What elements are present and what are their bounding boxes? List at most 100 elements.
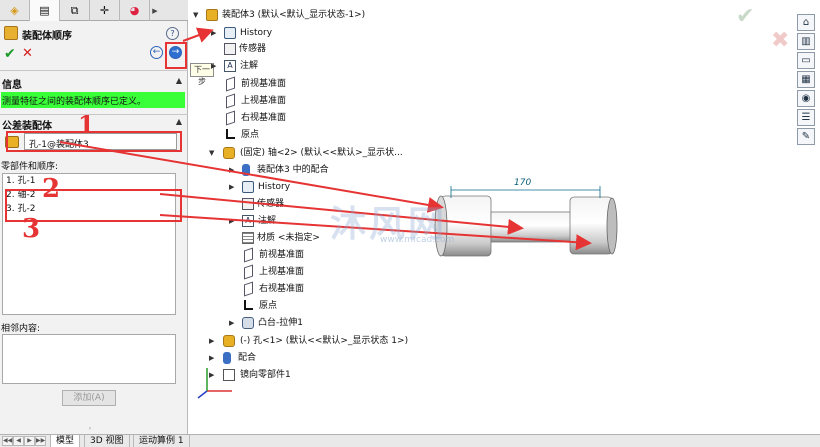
part-icon — [223, 147, 235, 159]
home-icon[interactable]: ⌂ — [797, 14, 815, 31]
resize-grip-icon[interactable]: ◦ — [88, 425, 93, 433]
expand-icon[interactable]: ▶ — [209, 337, 215, 345]
divider — [0, 70, 188, 71]
cancel-icon[interactable]: ✕ — [22, 46, 33, 61]
history-icon — [242, 181, 254, 193]
tree-label: 装配体3 中的配合 — [257, 165, 329, 175]
custom-properties-icon[interactable]: ☰ — [797, 109, 815, 126]
list-item[interactable]: 3. 孔-2 — [6, 204, 36, 214]
highlight-box-list — [5, 189, 182, 222]
tree-label: 配合 — [238, 353, 257, 363]
design-library-icon[interactable]: ▥ — [797, 33, 815, 50]
highlight-box-next — [165, 42, 187, 69]
expand-icon[interactable]: ▶ — [229, 319, 235, 327]
help-icon[interactable]: ? — [166, 27, 179, 40]
extrude-icon — [242, 317, 254, 329]
task-pane: ⌂ ▥ ▭ ▦ ◉ ☰ ✎ — [797, 14, 817, 147]
plane-icon — [244, 264, 253, 280]
info-section-title: 信息 — [2, 80, 22, 91]
expand-icon[interactable]: ▶ — [229, 183, 235, 191]
component-icon — [5, 136, 19, 148]
tab-feature-manager[interactable]: ◈ — [0, 0, 30, 21]
tab-3d-view[interactable]: 3D 视图 — [84, 435, 130, 447]
neighbor-label: 相邻内容: — [1, 324, 41, 334]
dimxpert-icon: ✛ — [99, 4, 110, 17]
order-label: 零部件和顺序: — [1, 162, 59, 172]
collapse-caret-icon[interactable]: ▲ — [175, 117, 182, 126]
collapse-icon[interactable]: ▼ — [193, 11, 199, 19]
tree-label: 传感器 — [239, 44, 267, 54]
tab-model[interactable]: 模型 — [50, 435, 81, 447]
last-tab-icon[interactable]: ▶▶ — [35, 436, 46, 446]
highlight-box-field — [6, 131, 182, 152]
annotation-number-1: 1 — [78, 110, 95, 139]
property-manager-icon: ▤ — [39, 4, 50, 17]
tree-label: (-) 孔<1> (默认<<默认>_显示状态 1>) — [240, 336, 409, 346]
annotation-icon: A — [224, 60, 236, 72]
tree-label: 前视基准面 — [259, 250, 305, 260]
next-tooltip: 下一步 — [190, 63, 214, 86]
tab-display-manager[interactable]: ◕ — [120, 0, 150, 21]
annotation-number-2: 2 — [42, 174, 61, 204]
plane-icon — [244, 281, 253, 297]
shaft-model[interactable] — [434, 195, 618, 257]
collapse-icon[interactable]: ▼ — [209, 149, 215, 157]
add-button[interactable]: 添加(A) — [62, 390, 116, 406]
tab-dimxpert[interactable]: ✛ — [90, 0, 120, 21]
tree-label: 原点 — [241, 130, 260, 140]
tolerance-section-header[interactable]: 公差装配体 ▲ — [0, 117, 188, 132]
next-arrow-icon[interactable]: → — [169, 46, 182, 59]
list-item[interactable]: 2. 轴-2 — [6, 190, 36, 200]
plane-icon — [226, 110, 235, 126]
file-explorer-icon[interactable]: ▭ — [797, 52, 815, 69]
tree-label: 上视基准面 — [259, 267, 305, 277]
tree-label: History — [258, 182, 291, 192]
prev-tab-icon[interactable]: ◀ — [13, 436, 24, 446]
feature-manager-icon: ◈ — [10, 4, 19, 17]
plane-icon — [226, 93, 235, 109]
tolerance-section-title: 公差装配体 — [2, 121, 52, 132]
tree-label: 前视基准面 — [241, 79, 287, 89]
tree-label: 装配体3 (默认<默认_显示状态-1>) — [222, 10, 366, 20]
mate-icon — [223, 352, 231, 364]
dimension-value[interactable]: 170 — [514, 178, 532, 188]
confirm-ok-icon[interactable]: ✔ — [736, 4, 755, 29]
expand-icon[interactable]: ▶ — [211, 29, 217, 37]
expand-icon[interactable]: ▶ — [229, 217, 235, 225]
ok-icon[interactable]: ✔ — [4, 46, 16, 62]
back-arrow-icon[interactable]: ← — [150, 46, 163, 59]
collapse-caret-icon[interactable]: ▲ — [175, 76, 182, 85]
view-palette-icon[interactable]: ▦ — [797, 71, 815, 88]
expand-icon[interactable]: ▶ — [229, 166, 235, 174]
tree-label: 镜向零部件1 — [240, 370, 291, 380]
mate-icon — [242, 164, 250, 176]
tab-motion-study[interactable]: 运动算例 1 — [133, 435, 190, 447]
tab-nav-buttons: ◀◀ ◀ ▶ ▶▶ — [2, 436, 46, 446]
expand-icon[interactable]: ▶ — [209, 354, 215, 362]
list-item[interactable]: 1. 孔-1 — [6, 176, 36, 186]
material-icon — [242, 232, 254, 244]
divider — [0, 114, 188, 115]
expand-icon[interactable]: ▶ — [211, 62, 217, 70]
tree-label: (固定) 轴<2> (默认<<默认>_显示状... — [240, 148, 403, 158]
watermark-url: www.mfcad.com — [380, 235, 455, 245]
tree-label: 原点 — [259, 301, 278, 311]
tree-label: 材质 <未指定> — [257, 233, 320, 243]
tab-scroll-arrow[interactable]: ▶ — [152, 6, 158, 15]
expand-icon[interactable]: ▶ — [209, 371, 215, 379]
assembly-icon — [206, 9, 218, 21]
annotation-number-3: 3 — [22, 214, 41, 244]
panel-tabbar: ◈ ▤ ⧉ ✛ ◕ ▶ — [0, 0, 188, 21]
neighbor-list[interactable] — [2, 334, 176, 384]
info-section-header[interactable]: 信息 ▲ — [0, 76, 188, 91]
appearance-icon[interactable]: ◉ — [797, 90, 815, 107]
bottom-tab-bar: ◀◀ ◀ ▶ ▶▶ 模型 3D 视图 运动算例 1 — [0, 434, 820, 447]
first-tab-icon[interactable]: ◀◀ — [2, 436, 13, 446]
history-icon — [224, 27, 236, 39]
next-tab-icon[interactable]: ▶ — [24, 436, 35, 446]
tab-property-manager[interactable]: ▤ — [30, 0, 60, 21]
tab-configuration-manager[interactable]: ⧉ — [60, 0, 90, 21]
property-manager-panel: ◈ ▤ ⧉ ✛ ◕ ▶ 装配体顺序 ? ✔ ✕ ← → 信息 ▲ 测量特征之间的… — [0, 0, 188, 447]
forum-icon[interactable]: ✎ — [797, 128, 815, 145]
confirm-cancel-icon[interactable]: ✖ — [771, 28, 790, 53]
